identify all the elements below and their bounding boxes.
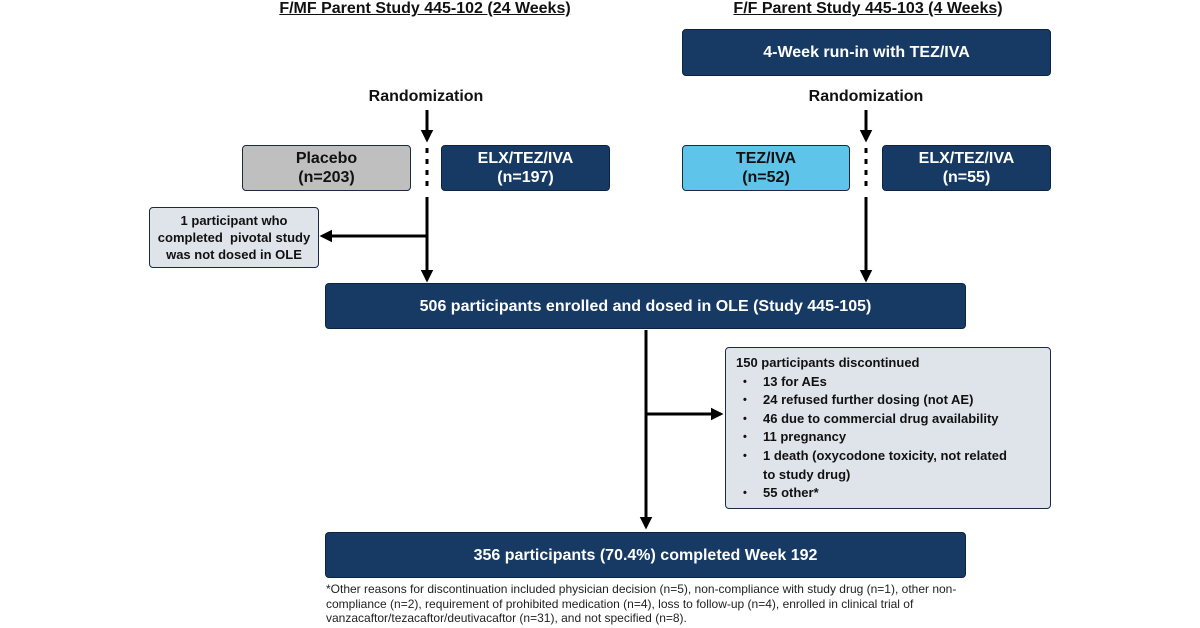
right-elx-arm-box: ELX/TEZ/IVA (n=55) (882, 145, 1051, 191)
not-dosed-line: completed pivotal study (157, 230, 311, 245)
not-dosed-box: 1 participant who completed pivotal stud… (149, 207, 319, 268)
placebo-arm-name: Placebo (295, 150, 358, 167)
not-dosed-line: 1 participant who (180, 213, 288, 228)
placebo-arm-box: Placebo (n=203) (242, 145, 411, 191)
left-elx-arm-name: ELX/TEZ/IVA (477, 150, 574, 167)
not-dosed-line: was not dosed in OLE (166, 247, 302, 262)
discontinued-title: 150 participants discontinued (736, 355, 920, 370)
tez-arm-box: TEZ/IVA (n=52) (682, 145, 850, 191)
discontinued-box: 150 participants discontinued 13 for AEs… (725, 347, 1051, 509)
tez-arm-name: TEZ/IVA (735, 150, 797, 167)
placebo-arm-count: (n=203) (298, 169, 355, 186)
left-study-heading: F/MF Parent Study 445-102 (24 Weeks) (279, 0, 571, 17)
discontinued-reason: 24 refused further dosing (not AE) (736, 391, 1040, 410)
discontinued-reasons-list: 13 for AEs 24 refused further dosing (no… (736, 373, 1040, 503)
tez-arm-count: (n=52) (742, 169, 790, 186)
enrolled-label: 506 participants enrolled and dosed in O… (419, 297, 872, 315)
discontinued-reason: 1 death (oxycodone toxicity, not related… (736, 447, 1040, 484)
left-elx-arm-box: ELX/TEZ/IVA (n=197) (441, 145, 610, 191)
footnote: *Other reasons for discontinuation inclu… (326, 582, 957, 626)
right-elx-arm-count: (n=55) (942, 169, 991, 186)
right-elx-arm-name: ELX/TEZ/IVA (918, 150, 1015, 167)
right-study-heading: F/F Parent Study 445-103 (4 Weeks) (733, 0, 1003, 17)
discontinued-reason: 11 pregnancy (736, 428, 1040, 447)
completed-label: 356 participants (70.4%) completed Week … (473, 546, 818, 564)
left-elx-arm-count: (n=197) (497, 169, 554, 186)
left-randomization-label: Randomization (368, 88, 484, 105)
run-in-label: 4-Week run-in with TEZ/IVA (763, 44, 970, 61)
discontinued-reason: 46 due to commercial drug availability (736, 410, 1040, 429)
discontinued-reason: 13 for AEs (736, 373, 1040, 392)
completed-box: 356 participants (70.4%) completed Week … (325, 532, 966, 578)
right-randomization-label: Randomization (808, 88, 924, 105)
run-in-box: 4-Week run-in with TEZ/IVA (682, 29, 1051, 76)
discontinued-reason: 55 other* (736, 484, 1040, 503)
enrolled-box: 506 participants enrolled and dosed in O… (325, 283, 966, 329)
